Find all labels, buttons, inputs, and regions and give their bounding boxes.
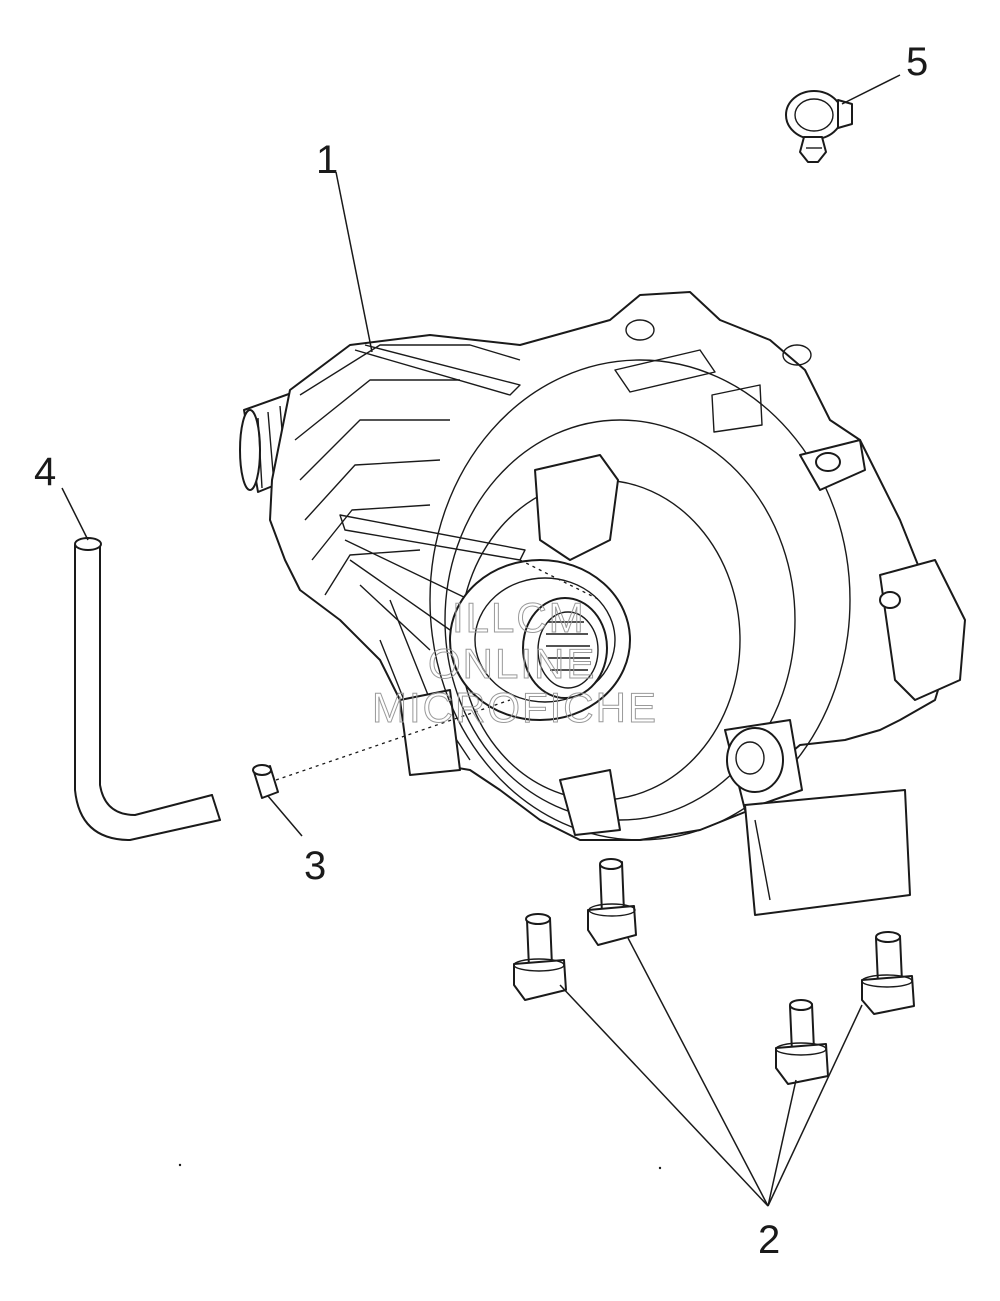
bolt-part-2-c [861, 931, 915, 1015]
callout-4: 4 [34, 450, 57, 494]
watermark-line-3: MICROFICHE [372, 684, 658, 731]
stray-dot [178, 1163, 182, 1167]
callout-1: 1 [316, 138, 339, 182]
callout-3: 3 [304, 844, 327, 888]
leader-lines [61, 74, 901, 1207]
callout-5: 5 [906, 40, 929, 84]
bolt-part-2-b [513, 913, 567, 1001]
bolt-part-2-a [587, 858, 637, 946]
hose-clip-part-5 [785, 90, 853, 163]
watermark-line-1: ILLCM [452, 594, 586, 641]
breather-hose-part-4 [74, 537, 221, 841]
drive-unit-part-1 [239, 291, 966, 916]
bolt-part-2-d [775, 999, 829, 1085]
watermark: ILLCM ONLINE MICROFICHE [372, 594, 658, 732]
stray-dot [658, 1166, 662, 1170]
watermark-line-2: ONLINE [428, 640, 596, 687]
plug-part-3 [252, 764, 279, 799]
callout-2: 2 [758, 1218, 781, 1262]
